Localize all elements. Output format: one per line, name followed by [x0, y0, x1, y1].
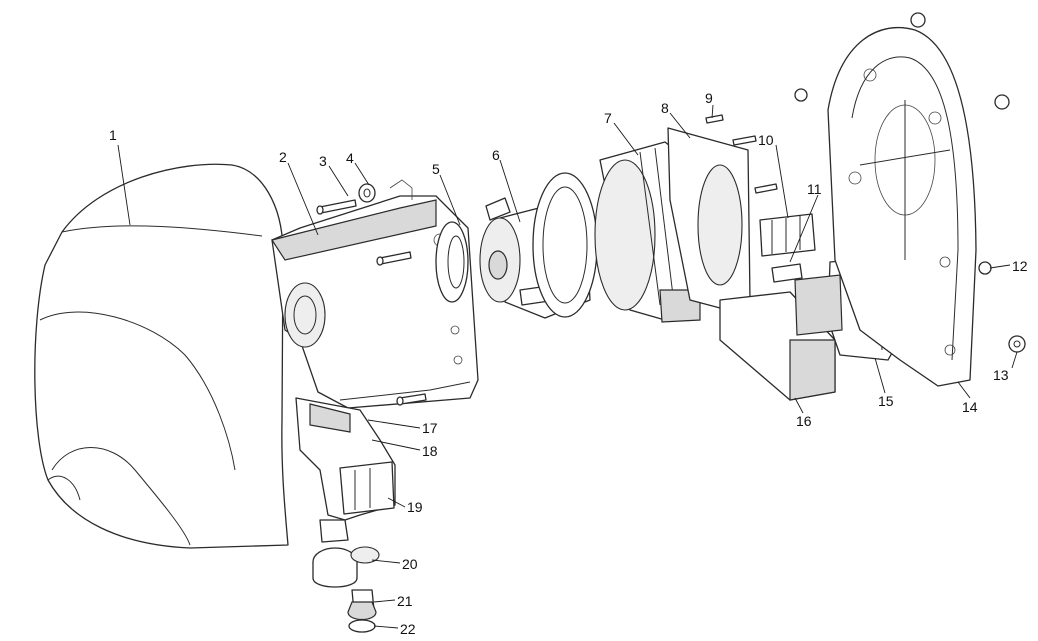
- callout-7: 7: [604, 110, 612, 126]
- part-8-mounting-plate: [667, 127, 751, 309]
- callout-21: 21: [397, 593, 413, 609]
- part-10-11-terminal: [759, 213, 816, 283]
- callout-2: 2: [279, 149, 287, 165]
- callout-5: 5: [432, 161, 440, 177]
- callout-12: 12: [1012, 258, 1028, 274]
- callout-13: 13: [993, 367, 1009, 383]
- callout-9: 9: [705, 90, 713, 106]
- callout-14: 14: [962, 399, 978, 415]
- part-14-back-plate: [827, 26, 977, 387]
- callout-15: 15: [878, 393, 894, 409]
- callout-1: 1: [109, 127, 117, 143]
- callout-19: 19: [407, 499, 423, 515]
- callout-20: 20: [402, 556, 418, 572]
- callout-17: 17: [422, 420, 438, 436]
- part-2-housing: [271, 179, 479, 409]
- callout-18: 18: [422, 443, 438, 459]
- part-1-cover: [34, 163, 289, 549]
- callout-8: 8: [661, 100, 669, 116]
- callout-11: 11: [807, 181, 822, 197]
- callout-10: 10: [758, 132, 774, 148]
- callout-labels: 1 2 3 4 5 6 7 8 9 10 11 12 13 14 15 16 1…: [109, 90, 1028, 637]
- part-5-gasket: [435, 221, 469, 303]
- screws-3-4: [316, 183, 427, 406]
- callout-6: 6: [492, 147, 500, 163]
- callout-16: 16: [796, 413, 812, 429]
- nozzle-assembly: [295, 397, 396, 633]
- callout-22: 22: [400, 621, 416, 637]
- leader-lines: [117, 104, 1018, 629]
- callout-4: 4: [346, 150, 354, 166]
- blower-wheel: [532, 172, 598, 318]
- callout-3: 3: [319, 153, 327, 169]
- screws-9: [705, 114, 778, 194]
